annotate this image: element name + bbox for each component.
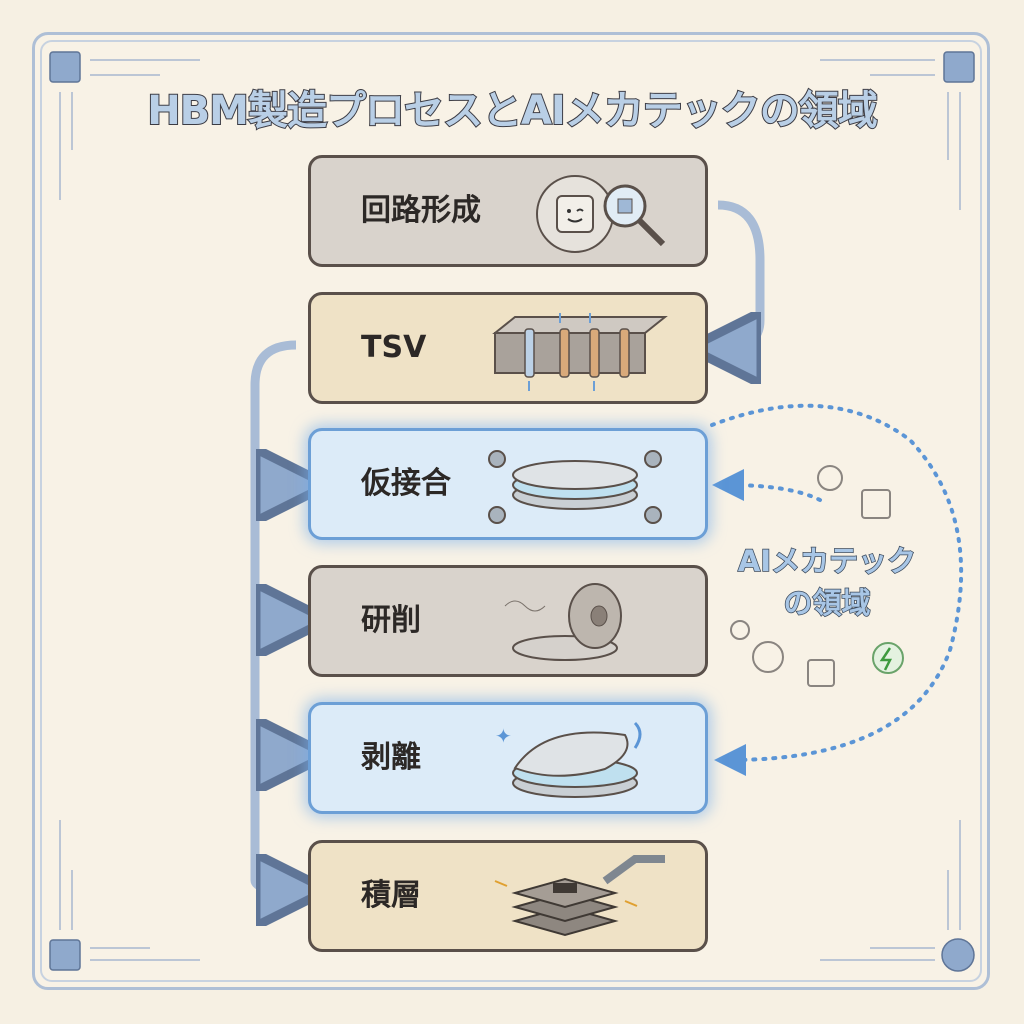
- gear-icon: [730, 620, 750, 640]
- step-label: 積層: [361, 878, 421, 913]
- step-debonding: 剥離 ✦: [308, 702, 708, 814]
- through-silicon-via-icon: [492, 313, 668, 391]
- corner-chip-icon: [941, 938, 975, 972]
- circuit-chip-magnifier-icon: [536, 175, 666, 253]
- step-grinding: 研削: [308, 565, 708, 677]
- gear-icon: [817, 465, 843, 491]
- svg-text:✦: ✦: [495, 724, 512, 748]
- region-label-line2: の領域: [783, 585, 872, 621]
- chip-icon: [861, 489, 891, 519]
- decorative-frame-inner: [40, 40, 982, 982]
- debonding-icon: ✦: [495, 721, 642, 798]
- gear-icon: [752, 641, 784, 673]
- chip-icon: [807, 659, 835, 687]
- ai-to-temp-bond-arrow: [712, 469, 822, 502]
- page-title: HBM製造プロセスとAIメカテックの領域: [146, 87, 879, 135]
- corner-chip-icon: [943, 51, 975, 83]
- temporary-bonding-icon: [488, 450, 662, 524]
- chip-stacking-icon: [494, 855, 665, 937]
- grinding-wheel-icon: [504, 583, 622, 661]
- arrow-to-grinding: [250, 595, 292, 620]
- ai-mechatech-region-label: AIメカテック の領域: [712, 540, 942, 624]
- arrow-to-stacking: [250, 865, 292, 890]
- step-temporary-bonding: 仮接合: [308, 428, 708, 540]
- step-label: 研削: [361, 603, 421, 638]
- step-label: 回路形成: [361, 193, 481, 228]
- region-label-line1: AIメカテック: [737, 543, 917, 579]
- arrow-to-debond: [250, 730, 292, 755]
- step-label: TSV: [361, 330, 427, 365]
- step-label: 剥離: [361, 740, 421, 775]
- arrow-circuit-to-tsv: [718, 200, 765, 348]
- step-stacking: 積層: [308, 840, 708, 952]
- step-label: 仮接合: [361, 466, 451, 501]
- step-circuit-formation: 回路形成: [308, 155, 708, 267]
- corner-chip-icon: [49, 939, 81, 971]
- ai-region-dotted-arc: [710, 403, 964, 776]
- energy-icon: [872, 642, 904, 674]
- corner-chip-icon: [49, 51, 81, 83]
- arrow-to-temp-bond: [250, 460, 292, 485]
- step-tsv: TSV: [308, 292, 708, 404]
